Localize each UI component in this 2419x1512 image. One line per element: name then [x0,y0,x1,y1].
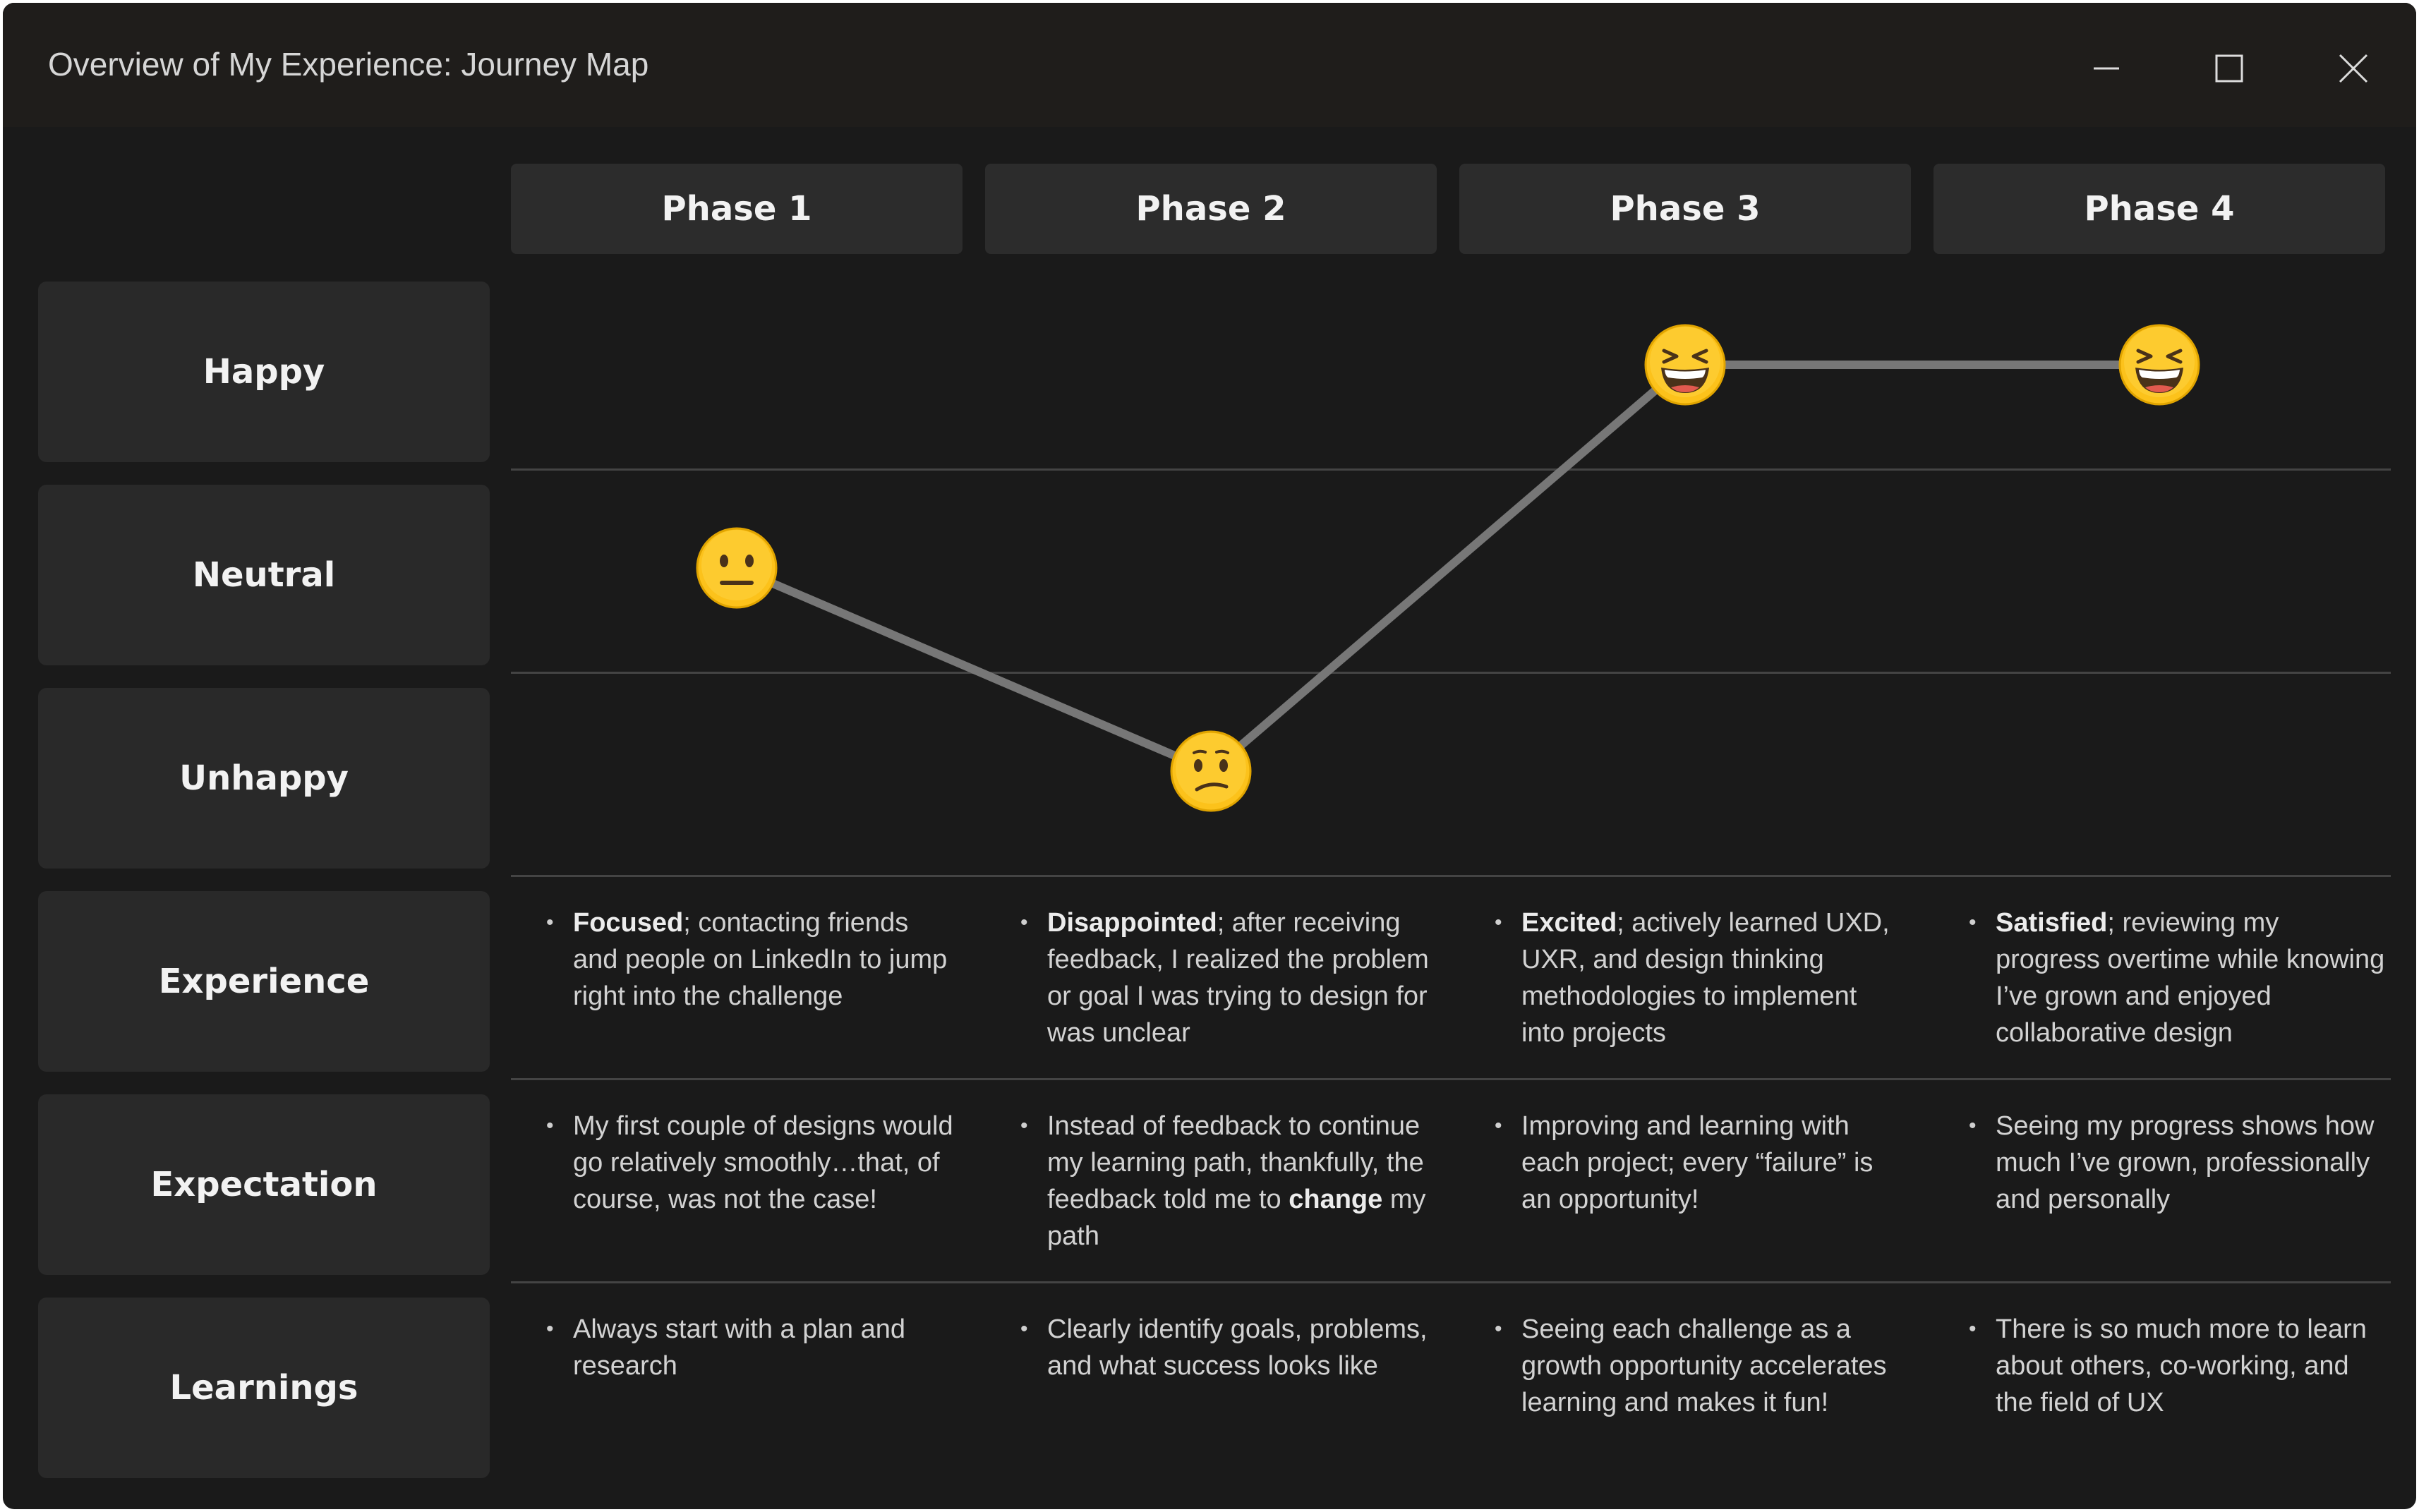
row-label-learnings: Learnings [38,1298,490,1478]
maximize-button[interactable] [2197,37,2261,100]
experience-cell-2: Disappointed; after receiving feedback, … [1016,905,1432,1051]
minimize-button[interactable] [2075,37,2138,100]
row-label-neutral: Neutral [38,485,490,665]
phase-header-1: Phase 1 [511,164,963,254]
row-label-expectation: Expectation [38,1094,490,1275]
learnings-cell-2: Clearly identify goals, problems, and wh… [1016,1311,1432,1384]
expectation-cell-1: My first couple of designs would go rela… [542,1108,958,1218]
experience-emotion: Satisfied [1996,908,2108,938]
learnings-cell-1: Always start with a plan and research [542,1311,958,1384]
experience-emotion: Disappointed [1047,908,1217,938]
phase-header-2: Phase 2 [985,164,1437,254]
list-item: Focused; contacting friends and people o… [546,905,958,1015]
journey-line [735,361,2159,775]
experience-emotion: Focused [573,908,684,938]
expectation-cell-3: Improving and learning with each project… [1490,1108,1907,1218]
window-title: Overview of My Experience: Journey Map [48,46,649,83]
experience-text: ; actively learned UXD, UXR, and design … [1521,908,1890,1048]
divider-happy-neutral [511,468,2391,471]
expectation-cell-2: Instead of feedback to continue my learn… [1016,1108,1432,1254]
experience-text: ; after receiving feedback, I realized t… [1047,908,1429,1048]
learnings-cell-3: Seeing each challenge as a growth opport… [1490,1311,1907,1421]
list-item: Disappointed; after receiving feedback, … [1020,905,1432,1051]
row-label-happy: Happy [38,282,490,462]
experience-cell-4: Satisfied; reviewing my progress overtim… [1965,905,2388,1051]
list-item: Excited; actively learned UXD, UXR, and … [1495,905,1907,1051]
grinning-squinting-face-icon [2117,322,2202,407]
phase-header-3: Phase 3 [1459,164,1911,254]
experience-text: ; contacting friends and people on Linke… [573,908,948,1011]
maximize-icon [2215,54,2243,83]
experience-text: ; reviewing my progress overtime while k… [1996,908,2385,1048]
close-button[interactable] [2322,37,2385,100]
experience-cell-3: Excited; actively learned UXD, UXR, and … [1490,905,1907,1051]
close-icon [2339,54,2368,83]
confused-face-icon [1169,729,1253,814]
list-item: Improving and learning with each project… [1495,1108,1907,1218]
grinning-squinting-face-icon [1643,322,1727,407]
divider-neutral-unhappy [511,672,2391,674]
expectation-emphasis: change [1289,1185,1383,1214]
learnings-cell-4: There is so much more to learn about oth… [1965,1311,2381,1421]
experience-emotion: Excited [1521,908,1617,938]
expectation-text: my path [1047,1185,1426,1251]
divider-unhappy-experience [511,875,2391,877]
list-item: Seeing my progress shows how much I’ve g… [1969,1108,2381,1218]
phase-header-4: Phase 4 [1934,164,2385,254]
row-label-experience: Experience [38,891,490,1072]
minimize-icon [2094,67,2119,70]
expectation-text: Instead of feedback to continue my learn… [1047,1111,1424,1214]
list-item: My first couple of designs would go rela… [546,1108,958,1218]
list-item: Satisfied; reviewing my progress overtim… [1969,905,2388,1051]
divider-experience-expectation [511,1078,2391,1080]
list-item: Instead of feedback to continue my learn… [1020,1108,1432,1254]
journey-line-chart [735,361,2159,775]
expectation-cell-4: Seeing my progress shows how much I’ve g… [1965,1108,2381,1218]
list-item: Always start with a plan and research [546,1311,958,1384]
list-item: There is so much more to learn about oth… [1969,1311,2381,1421]
divider-expectation-learnings [511,1281,2391,1283]
list-item: Clearly identify goals, problems, and wh… [1020,1311,1432,1384]
list-item: Seeing each challenge as a growth opport… [1495,1311,1907,1421]
experience-cell-1: Focused; contacting friends and people o… [542,905,958,1015]
title-bar[interactable]: Overview of My Experience: Journey Map [3,3,2416,127]
row-label-unhappy: Unhappy [38,688,490,869]
neutral-face-icon [694,526,779,610]
app-window: Overview of My Experience: Journey Map P… [3,3,2416,1509]
